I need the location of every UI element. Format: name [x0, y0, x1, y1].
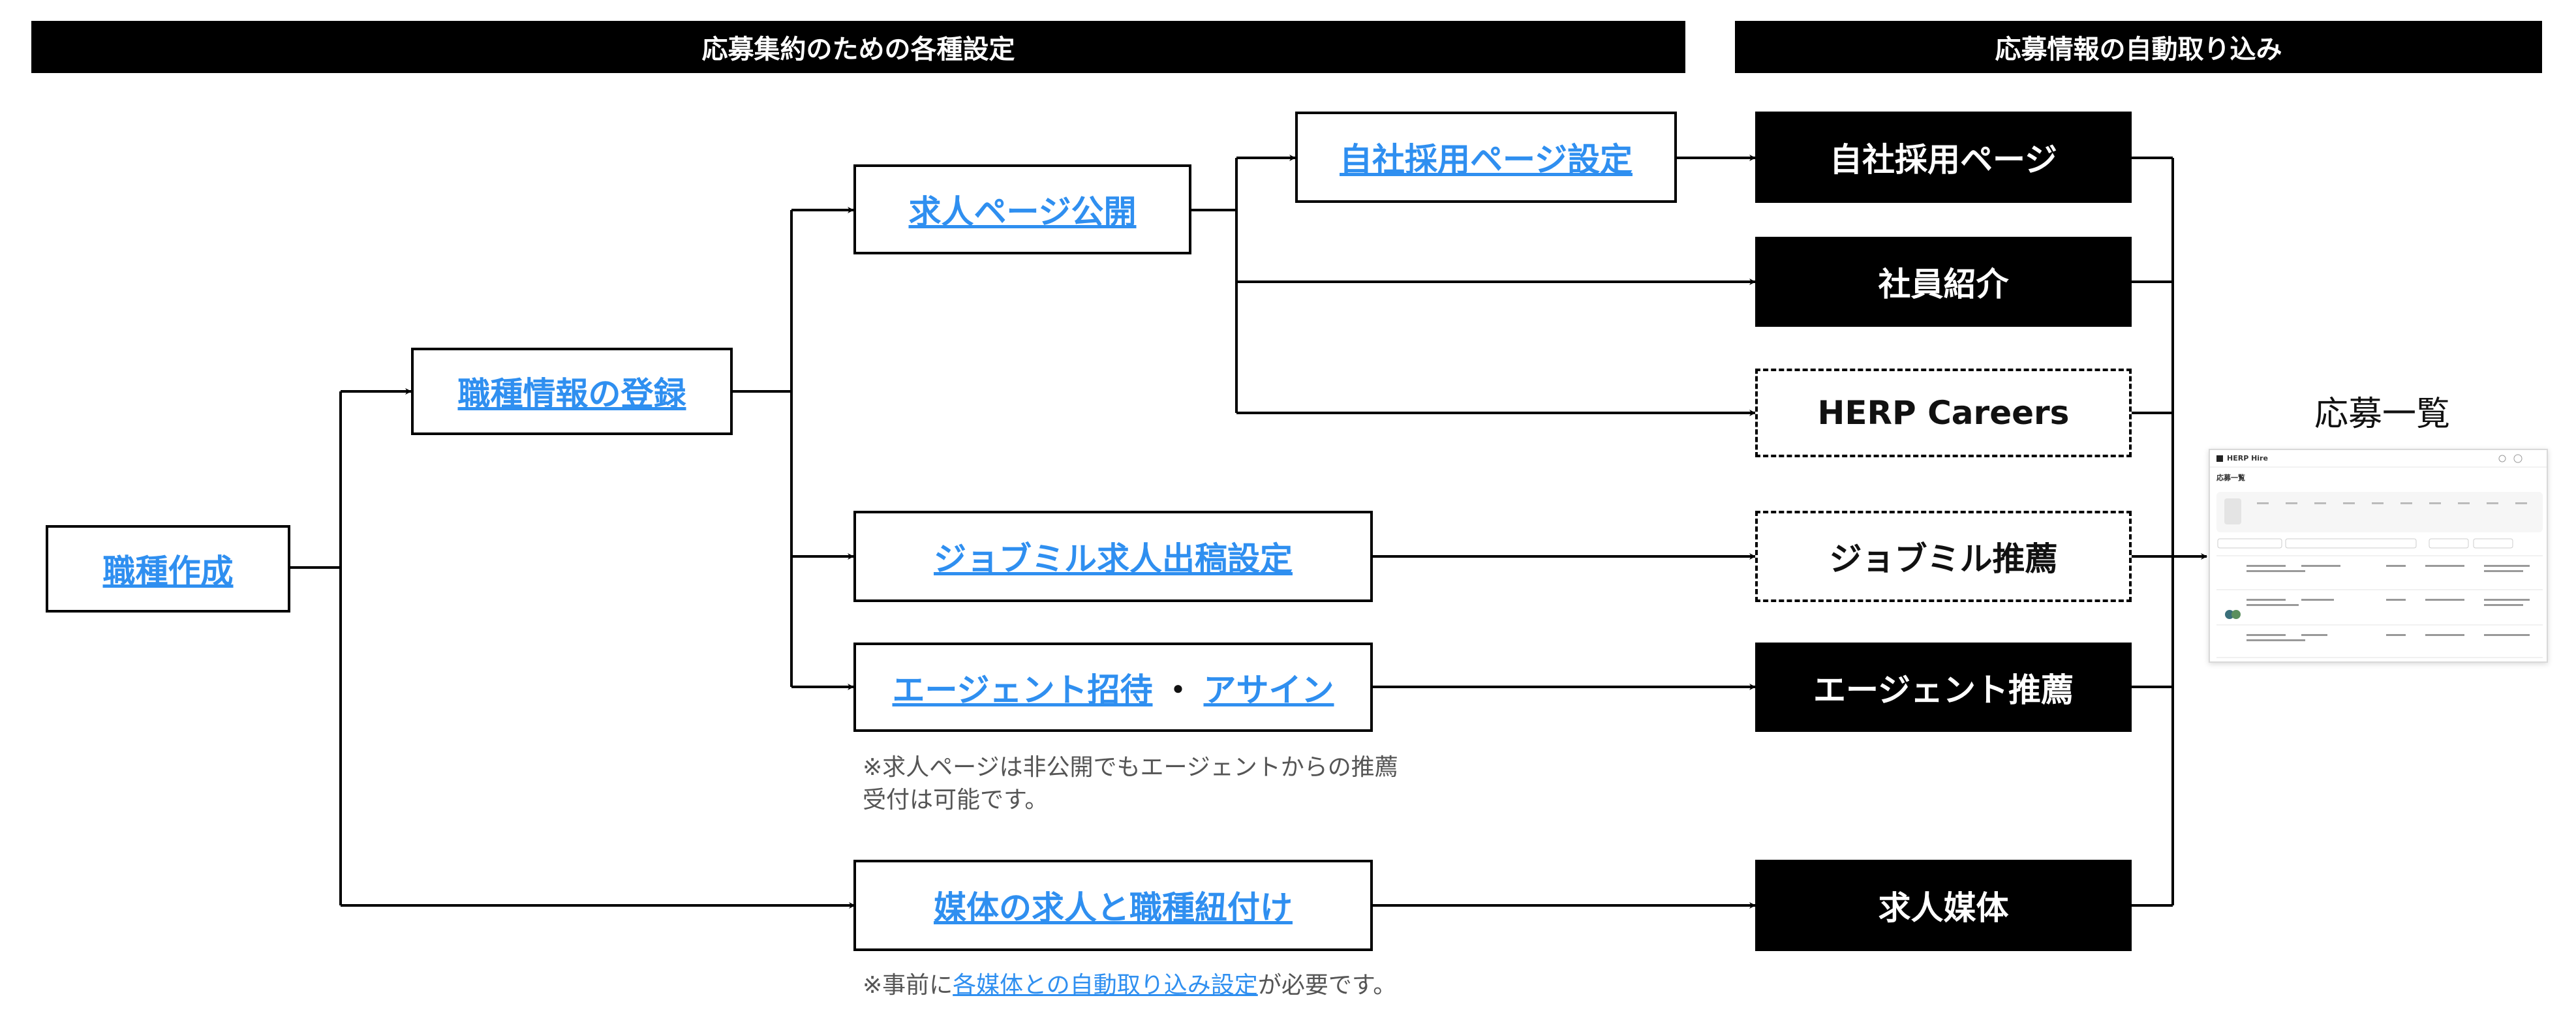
media-link-node: 媒体の求人と職種紐付け	[853, 860, 1373, 951]
media-link-link[interactable]: 媒体の求人と職種紐付け	[934, 889, 1293, 927]
section-header-auto-import: 応募情報の自動取り込み	[1735, 21, 2542, 73]
media-note-prefix: ※事前に	[863, 972, 953, 999]
section-header-settings: 応募集約のための各種設定	[31, 21, 1685, 73]
own-page-setting-link[interactable]: 自社採用ページ設定	[1340, 141, 1633, 179]
jobmil-setting-node: ジョブミル求人出稿設定	[853, 511, 1373, 602]
agent-invite-link[interactable]: エージェント招待	[892, 671, 1153, 709]
own-page-setting-node: 自社採用ページ設定	[1295, 112, 1677, 203]
separator-dot: ・	[1161, 671, 1195, 709]
thumbnail-screenshot	[2210, 450, 2547, 658]
job-create-link[interactable]: 職種作成	[102, 553, 234, 590]
job-page-publish-node: 求人ページ公開	[853, 164, 1191, 254]
source-own-page: 自社採用ページ	[1755, 112, 2132, 203]
media-note: ※事前に各媒体との自動取り込み設定が必要です。	[863, 969, 1396, 1002]
source-employee-referral: 社員紹介	[1755, 237, 2132, 327]
agent-node: エージェント招待 ・ アサイン	[853, 643, 1373, 732]
application-list-thumbnail: HERP Hire 応募一覧	[2209, 449, 2548, 663]
thumbnail-brand: HERP Hire	[2227, 454, 2268, 462]
agent-note-line2: 受付は可能です。	[863, 787, 1049, 813]
agent-note: ※求人ページは非公開でもエージェントからの推薦 受付は可能です。	[863, 751, 1398, 817]
application-list-title: 応募一覧	[2314, 395, 2451, 434]
source-media: 求人媒体	[1755, 860, 2132, 951]
agent-note-line1: ※求人ページは非公開でもエージェントからの推薦	[863, 754, 1398, 781]
source-jobmil: ジョブミル推薦	[1755, 511, 2132, 602]
media-note-suffix: が必要です。	[1257, 972, 1397, 999]
assign-link[interactable]: アサイン	[1203, 671, 1334, 709]
job-create-node: 職種作成	[46, 525, 290, 613]
job-page-publish-link[interactable]: 求人ページ公開	[908, 193, 1137, 231]
thumbnail-heading: 応募一覧	[2216, 474, 2245, 482]
job-info-register-link[interactable]: 職種情報の登録	[457, 375, 686, 413]
source-herp-careers: HERP Careers	[1755, 369, 2132, 457]
source-agent: エージェント推薦	[1755, 643, 2132, 732]
jobmil-setting-link[interactable]: ジョブミル求人出稿設定	[934, 540, 1293, 578]
auto-import-setting-link[interactable]: 各媒体との自動取り込み設定	[953, 972, 1258, 999]
job-info-register-node: 職種情報の登録	[411, 348, 733, 435]
